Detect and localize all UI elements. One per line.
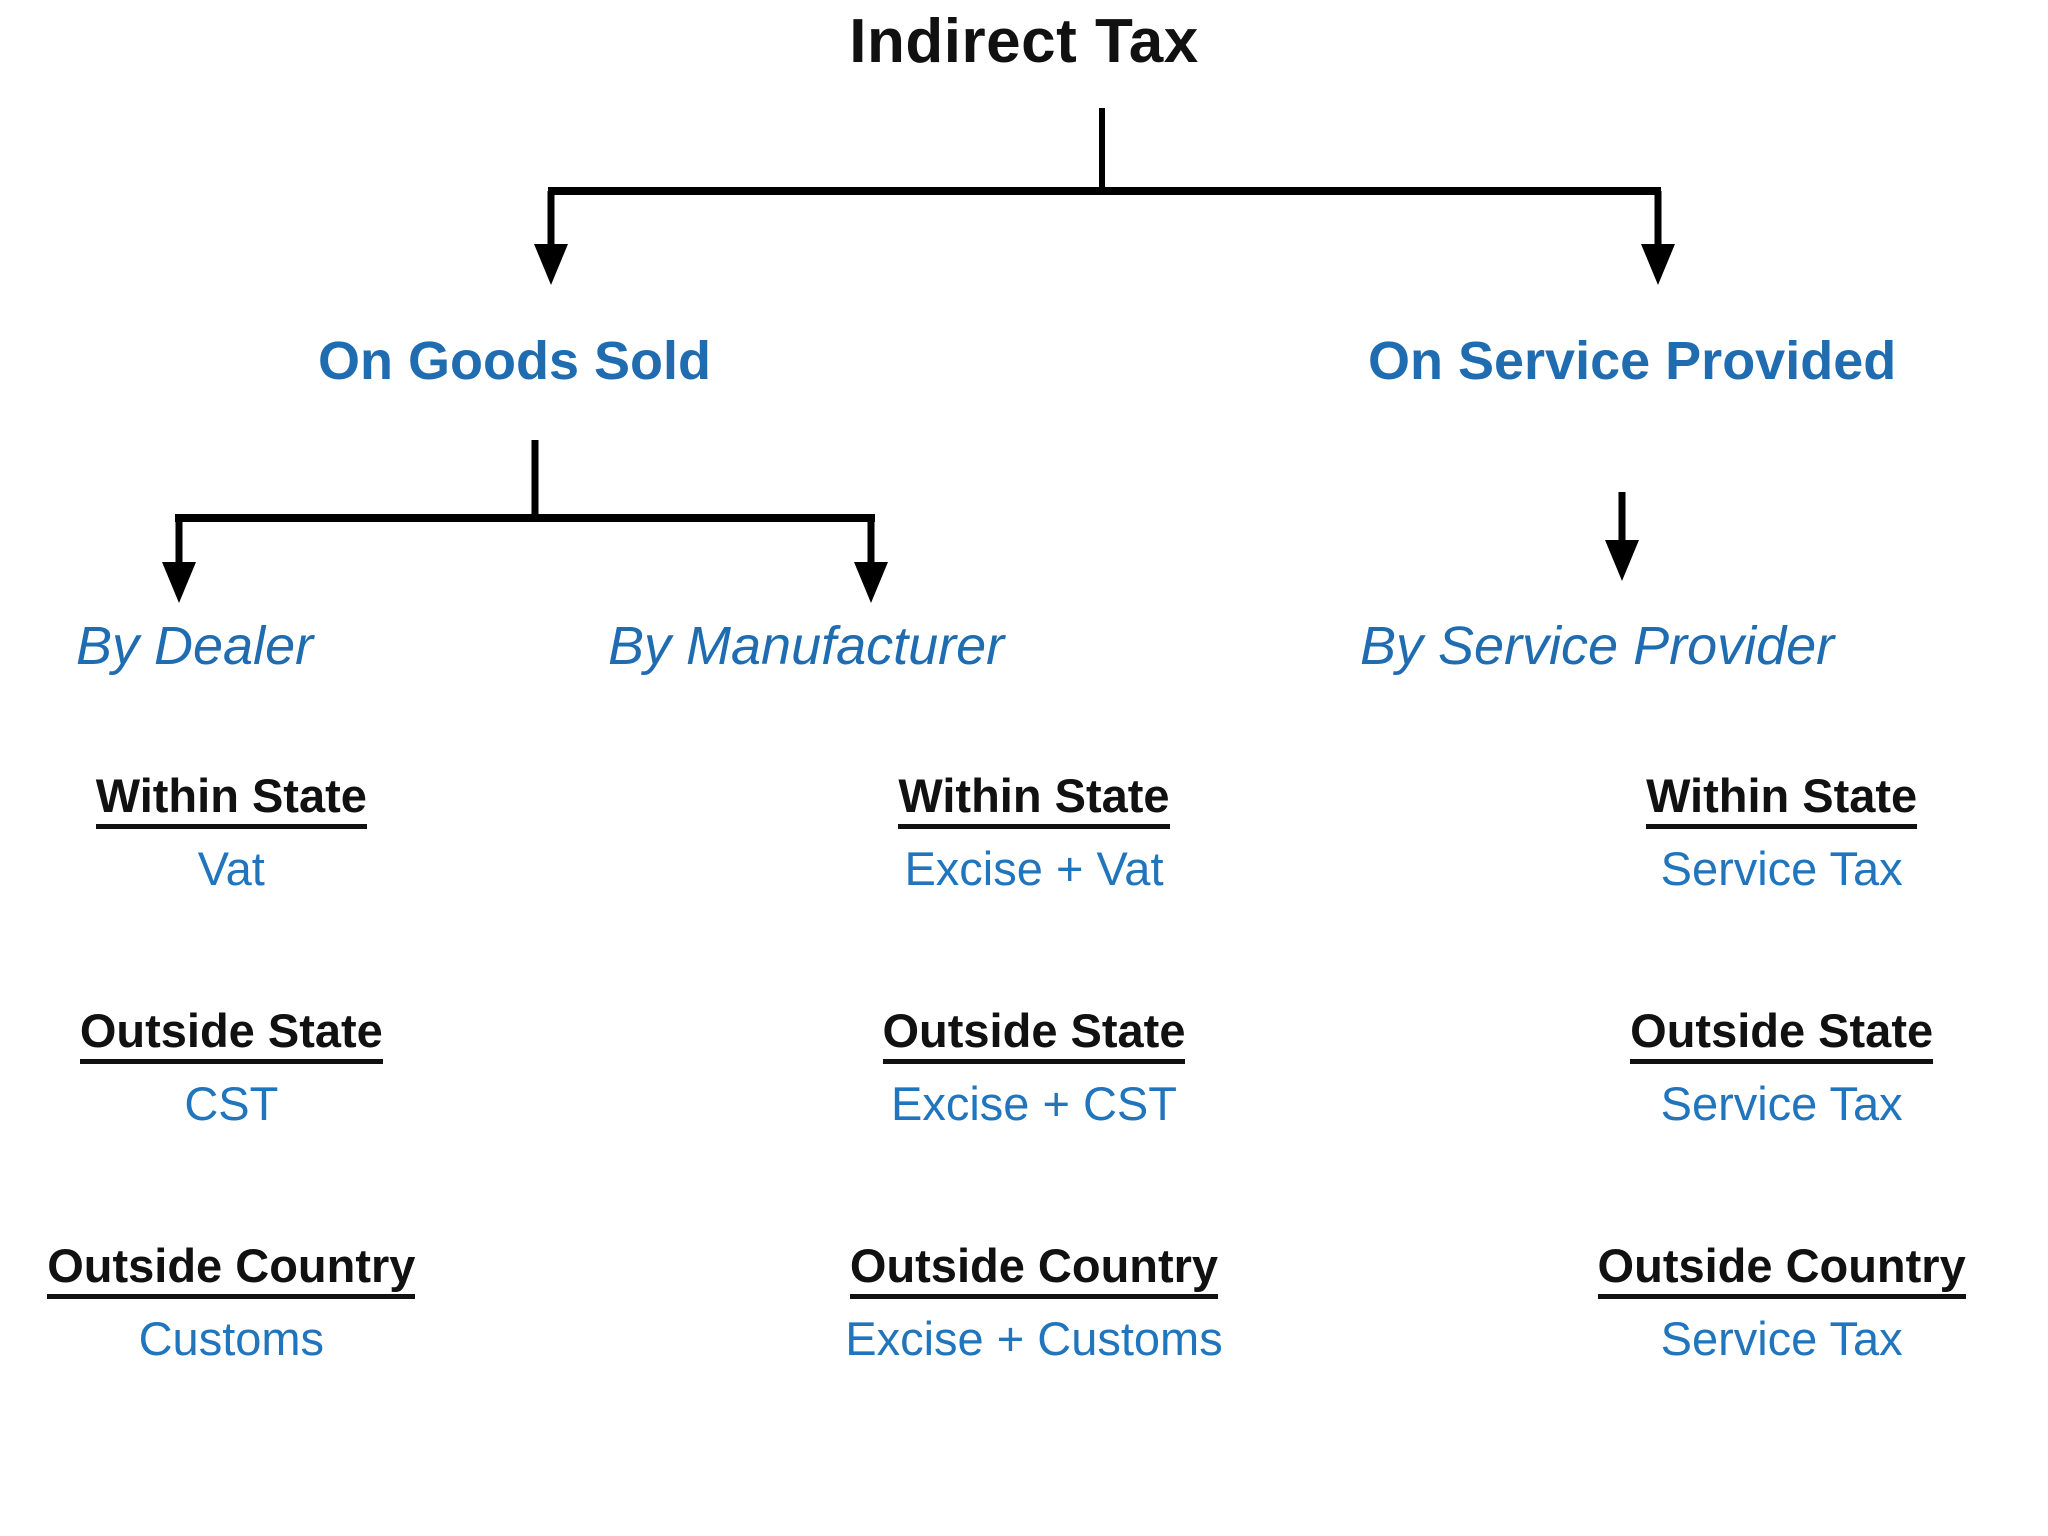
branch-on-service-provided[interactable]: On Service Provided xyxy=(1368,331,1897,391)
tax-value: Service Tax xyxy=(1660,1311,1903,1365)
tax-cell-service-within-state: Within State Service Tax xyxy=(1365,769,2048,1005)
tax-cell-dealer-outside-state: Outside State CST xyxy=(0,1004,683,1240)
scope-label: Within State xyxy=(898,769,1170,829)
scope-label: Within State xyxy=(1646,769,1918,829)
tax-cell-manufacturer-outside-country: Outside Country Excise + Customs xyxy=(683,1239,1366,1475)
tax-matrix-row-outside-country: Outside Country Customs Outside Country … xyxy=(0,1239,2048,1475)
tax-cell-dealer-outside-country: Outside Country Customs xyxy=(0,1239,683,1475)
branch-on-goods-sold[interactable]: On Goods Sold xyxy=(318,331,711,391)
arrow-down-icon-service-provider xyxy=(1605,540,1639,581)
tax-matrix: Within State Vat Within State Excise + V… xyxy=(0,769,2048,1475)
actor-by-manufacturer[interactable]: By Manufacturer xyxy=(608,616,1005,676)
arrow-down-icon-manufacturer xyxy=(854,562,888,603)
tax-value: Service Tax xyxy=(1660,841,1903,895)
tax-matrix-row-within-state: Within State Vat Within State Excise + V… xyxy=(0,769,2048,1005)
scope-label: Within State xyxy=(95,769,367,829)
actor-by-dealer[interactable]: By Dealer xyxy=(76,616,314,676)
tax-cell-manufacturer-within-state: Within State Excise + Vat xyxy=(683,769,1366,1005)
tax-matrix-row-outside-state: Outside State CST Outside State Excise +… xyxy=(0,1004,2048,1240)
tax-cell-dealer-within-state: Within State Vat xyxy=(0,769,683,1005)
tax-value: Service Tax xyxy=(1660,1076,1903,1130)
tax-cell-service-outside-country: Outside Country Service Tax xyxy=(1365,1239,2048,1475)
tax-cell-service-outside-state: Outside State Service Tax xyxy=(1365,1004,2048,1240)
scope-label: Outside State xyxy=(1630,1004,1934,1064)
arrow-down-icon-goods xyxy=(534,244,568,285)
actor-by-service-provider[interactable]: By Service Provider xyxy=(1360,616,1835,676)
arrow-down-icon-service xyxy=(1641,244,1675,285)
tax-value: CST xyxy=(184,1076,279,1130)
tax-value: Vat xyxy=(197,841,265,895)
tax-value: Excise + Customs xyxy=(845,1311,1223,1365)
tax-value: Excise + CST xyxy=(890,1076,1177,1130)
scope-label: Outside Country xyxy=(1597,1239,1966,1299)
scope-label: Outside Country xyxy=(849,1239,1219,1299)
arrow-down-icon-dealer xyxy=(162,562,196,603)
tax-value: Customs xyxy=(138,1311,325,1365)
tax-value: Excise + Vat xyxy=(904,841,1164,895)
scope-label: Outside Country xyxy=(47,1239,416,1299)
scope-label: Outside State xyxy=(79,1004,383,1064)
scope-label: Outside State xyxy=(882,1004,1186,1064)
tax-cell-manufacturer-outside-state: Outside State Excise + CST xyxy=(683,1004,1366,1240)
page-title: Indirect Tax xyxy=(849,7,1199,76)
